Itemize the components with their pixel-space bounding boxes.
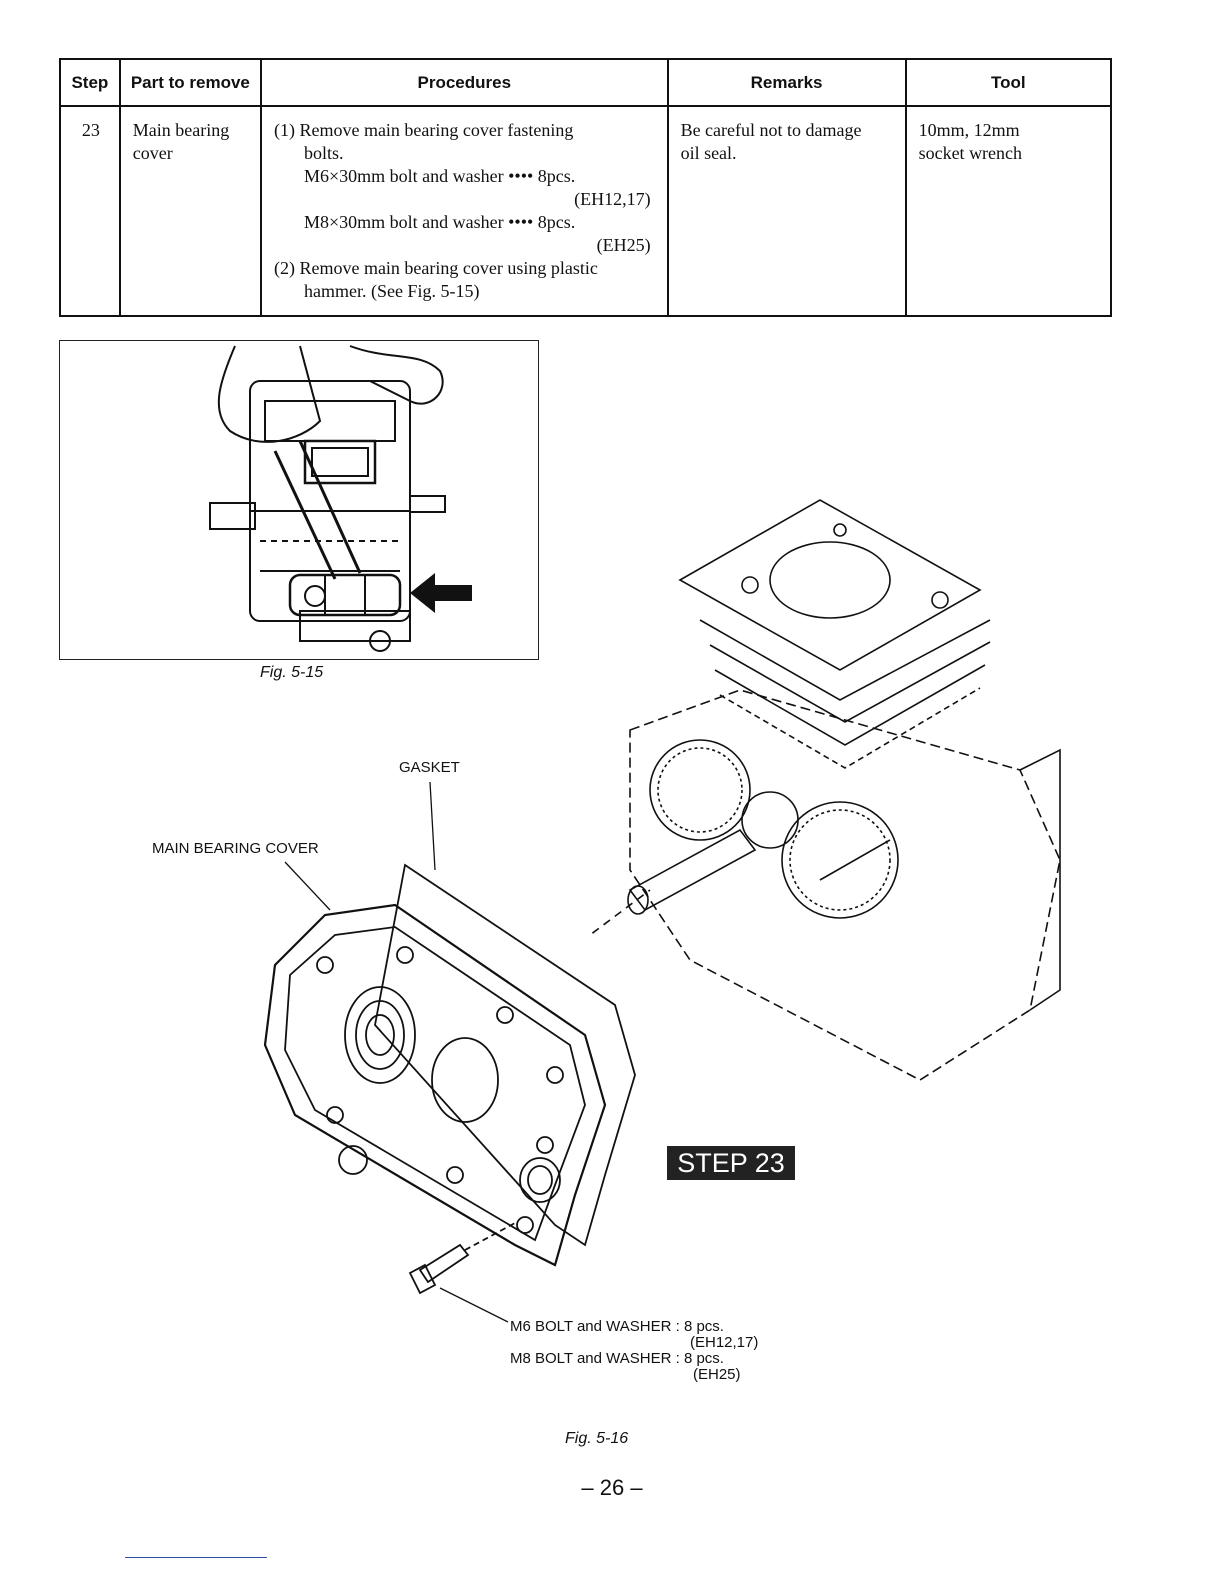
procedure-line: M8×30mm bolt and washer •••• 8pcs. (303, 212, 576, 232)
part-line: cover (132, 143, 173, 163)
remarks-line: oil seal. (680, 143, 737, 163)
tool-cell: 10mm, 12mm socket wrench (904, 106, 1113, 316)
m6-bolt-label: M6 BOLT and WASHER : 8 pcs. (510, 1318, 724, 1335)
hammer-illustration (209, 345, 472, 652)
procedures-cell: (1) Remove main bearing cover fastening b… (259, 106, 669, 316)
remarks-cell: Be careful not to damage oil seal. (666, 106, 907, 316)
tool-line: 10mm, 12mm (918, 120, 1020, 140)
m8-bolt-label: M8 BOLT and WASHER : 8 pcs. (510, 1350, 724, 1367)
m6-models-label: (EH12,17) (690, 1334, 759, 1351)
fig-5-15-illustration (59, 340, 539, 660)
remarks-line: Be careful not to damage (680, 120, 862, 140)
part-cell: Main bearing cover (118, 106, 262, 316)
fig-5-15-caption: Fig. 5-15 (260, 664, 324, 681)
procedure-line: (1) Remove main bearing cover fastening (273, 120, 574, 140)
procedure-line: (EH25) (596, 235, 651, 255)
m8-models-label: (EH25) (693, 1366, 741, 1383)
footer-rule (125, 1557, 267, 1558)
header-procedures: Procedures (259, 58, 669, 107)
table-header-row: Step Part to remove Procedures Remarks T… (59, 58, 1113, 107)
engine-block-illustration (590, 499, 1061, 1081)
header-part-to-remove: Part to remove (118, 58, 262, 107)
tool-line: socket wrench (918, 143, 1023, 163)
header-step: Step (59, 58, 121, 107)
page-number: – 26 – (581, 1475, 643, 1500)
fig-5-16-caption: Fig. 5-16 (565, 1430, 629, 1447)
procedure-line: (2) Remove main bearing cover using plas… (273, 258, 598, 278)
procedure-line: hammer. (See Fig. 5-15) (303, 281, 480, 301)
procedure-table: Step Part to remove Procedures Remarks T… (59, 58, 1113, 317)
procedure-line: bolts. (303, 143, 344, 163)
header-tool: Tool (904, 58, 1113, 107)
header-remarks: Remarks (666, 58, 907, 107)
table-row: 23 Main bearing cover (1) Remove main be… (59, 106, 1113, 316)
step-number: 23 (59, 106, 121, 316)
part-line: Main bearing (132, 120, 230, 140)
main-bearing-cover-label: MAIN BEARING COVER (152, 840, 319, 857)
gasket-label: GASKET (399, 759, 460, 776)
procedure-line: M6×30mm bolt and washer •••• 8pcs. (303, 166, 576, 186)
step-badge: STEP 23 (667, 1146, 795, 1180)
procedure-line: (EH12,17) (574, 189, 651, 209)
main-bearing-cover-illustration (263, 863, 636, 1295)
